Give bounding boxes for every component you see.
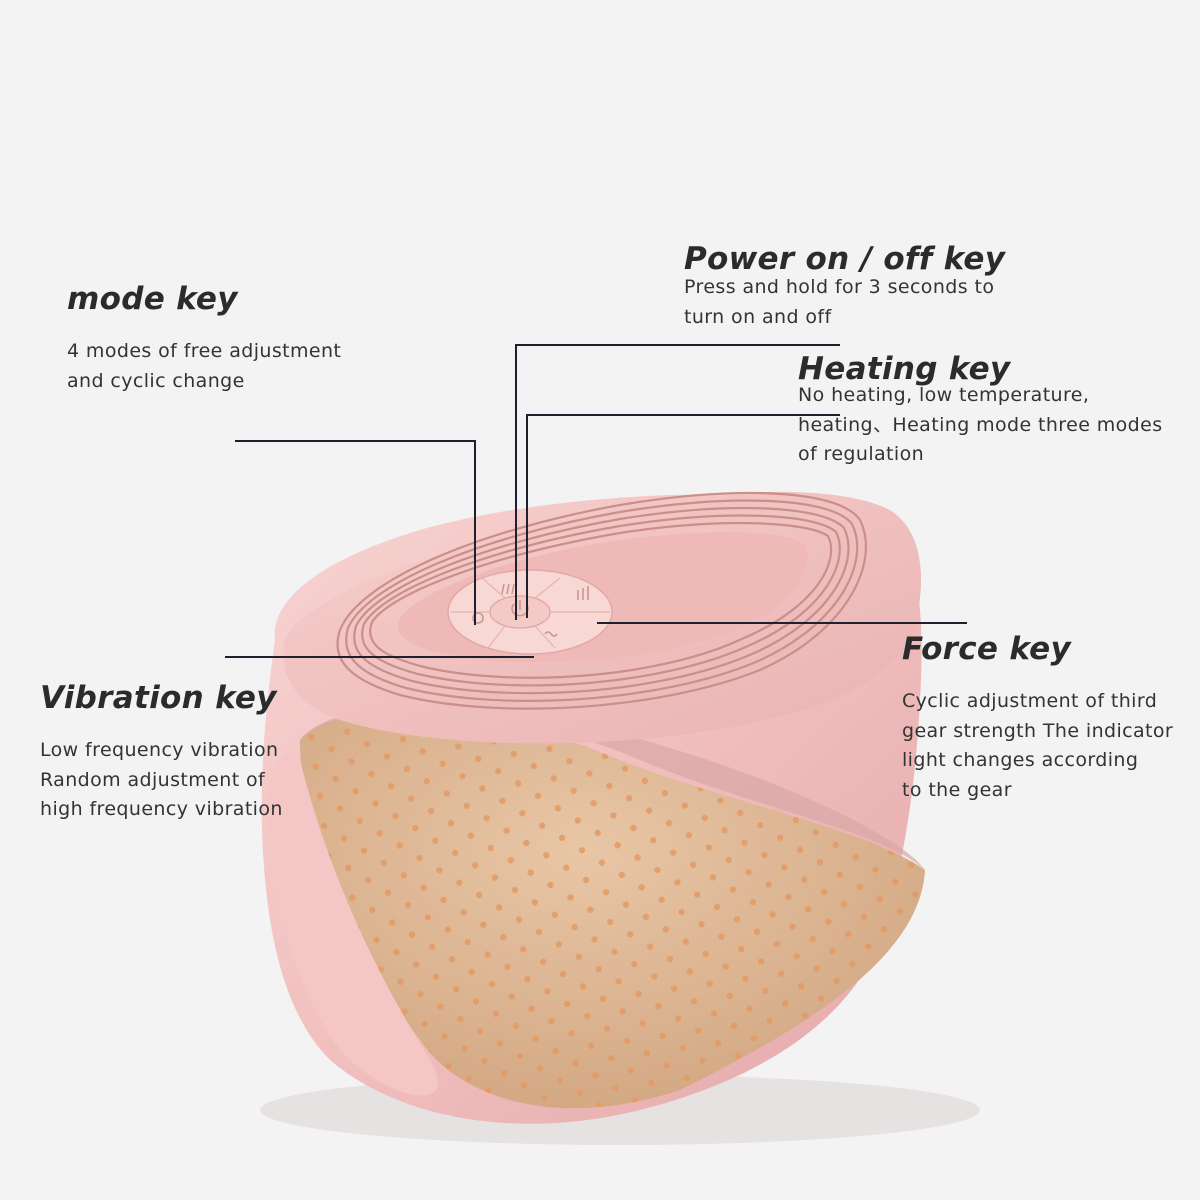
vibration-icon[interactable]: [544, 631, 558, 637]
control-panel: [447, 569, 613, 655]
power-key-callout: Power on / off key Press and hold for 3 …: [684, 241, 1005, 332]
force-key-callout: Force key Cyclic adjustment of third gea…: [902, 631, 1173, 805]
mode-key-callout: mode key 4 modes of free adjustment and …: [67, 281, 341, 396]
power-key-description: Press and hold for 3 seconds to turn on …: [684, 276, 995, 328]
heating-key-description: No heating, low temperature, heating、Hea…: [798, 384, 1163, 465]
leader-lines: [225, 344, 967, 658]
vibration-key-callout: Vibration key Low frequency vibration Ra…: [40, 680, 283, 825]
force-key-description: Cyclic adjustment of third gear strength…: [902, 690, 1174, 801]
rose-gold-rings: [336, 491, 868, 710]
power-leader-line: [515, 344, 840, 620]
front-lip: [268, 752, 439, 1096]
heating-leader-line: [526, 414, 840, 618]
mode-icon[interactable]: [472, 612, 484, 624]
heating-icon[interactable]: [501, 583, 515, 595]
vibration-key-title: Vibration key: [40, 680, 277, 716]
mode-key-description: 4 modes of free adjustment and cyclic ch…: [67, 340, 342, 392]
vibration-key-description: Low frequency vibration Random adjustmen…: [40, 739, 283, 820]
heating-key-callout: Heating key No heating, low temperature,…: [798, 351, 1163, 470]
force-icon[interactable]: [577, 586, 589, 600]
power-key-title: Power on / off key: [684, 241, 1006, 277]
mode-key-title: mode key: [67, 281, 238, 317]
force-key-title: Force key: [902, 631, 1071, 667]
mode-leader-line: [235, 440, 476, 625]
heating-key-title: Heating key: [798, 351, 1011, 387]
